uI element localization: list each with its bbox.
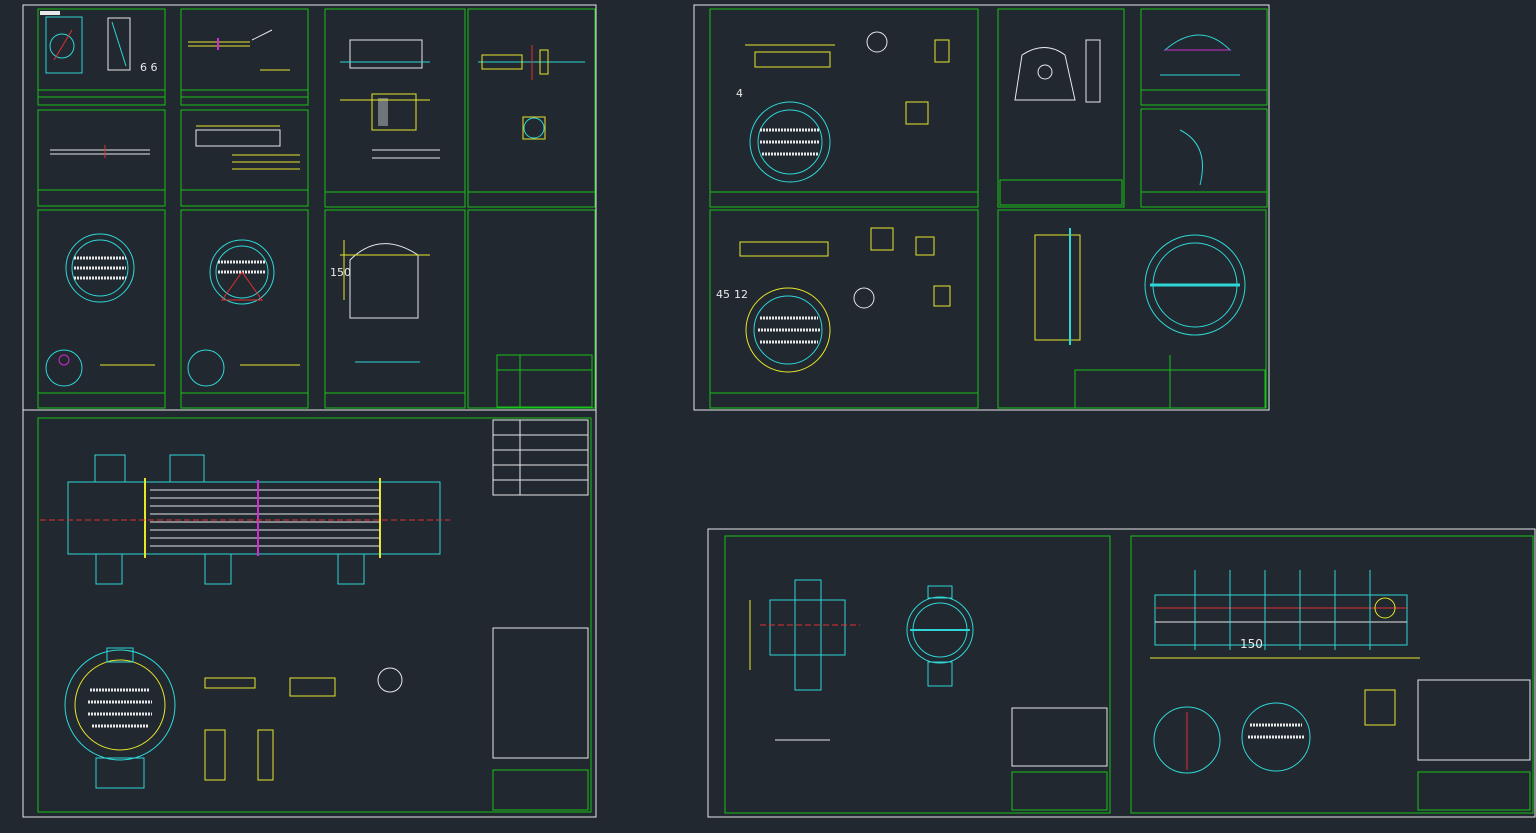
sheet-channel[interactable] <box>724 535 1111 814</box>
dimension-label-150-bundle: 150 <box>1240 637 1263 651</box>
sheet-part-5[interactable] <box>37 109 166 207</box>
top-right-drawing-set[interactable]: 4 <box>693 4 1270 411</box>
sheet-part-7[interactable] <box>37 209 166 409</box>
dimension-label-6-6: 6 6 <box>140 61 158 74</box>
sheet-part-8[interactable] <box>180 209 309 409</box>
dimension-label-150: 150 <box>330 266 351 279</box>
sheet-saddle[interactable] <box>997 8 1125 208</box>
sheet-tube-bundle[interactable]: 150 <box>1130 535 1534 814</box>
sheet-head-2[interactable] <box>1140 108 1268 208</box>
sheet-part-4[interactable] <box>467 8 596 208</box>
sheet-part-6[interactable] <box>180 109 309 207</box>
sheet-tubesheet-1[interactable]: 4 <box>709 8 979 208</box>
sheet-part-3[interactable] <box>324 8 466 208</box>
dimension-label-45: 45 <box>716 288 730 301</box>
sheet-tubesheet-2[interactable]: 45 12 <box>709 209 979 409</box>
dimension-label-12: 12 <box>734 288 748 301</box>
assembly-drawing-sheet[interactable] <box>23 409 596 813</box>
sheet-part-2[interactable] <box>180 8 309 106</box>
bottom-right-drawing-set[interactable]: 150 <box>707 528 1536 818</box>
sheet-title-block-only[interactable] <box>467 209 596 409</box>
dimension-label-4: 4 <box>736 87 743 100</box>
sheet-head[interactable] <box>1140 8 1268 106</box>
left-drawing-set[interactable]: 6 6 <box>22 4 597 818</box>
sheet-part-1[interactable]: 6 6 <box>37 8 166 106</box>
sheet-flange[interactable] <box>997 209 1267 409</box>
sheet-part-9[interactable]: 150 <box>324 209 466 409</box>
